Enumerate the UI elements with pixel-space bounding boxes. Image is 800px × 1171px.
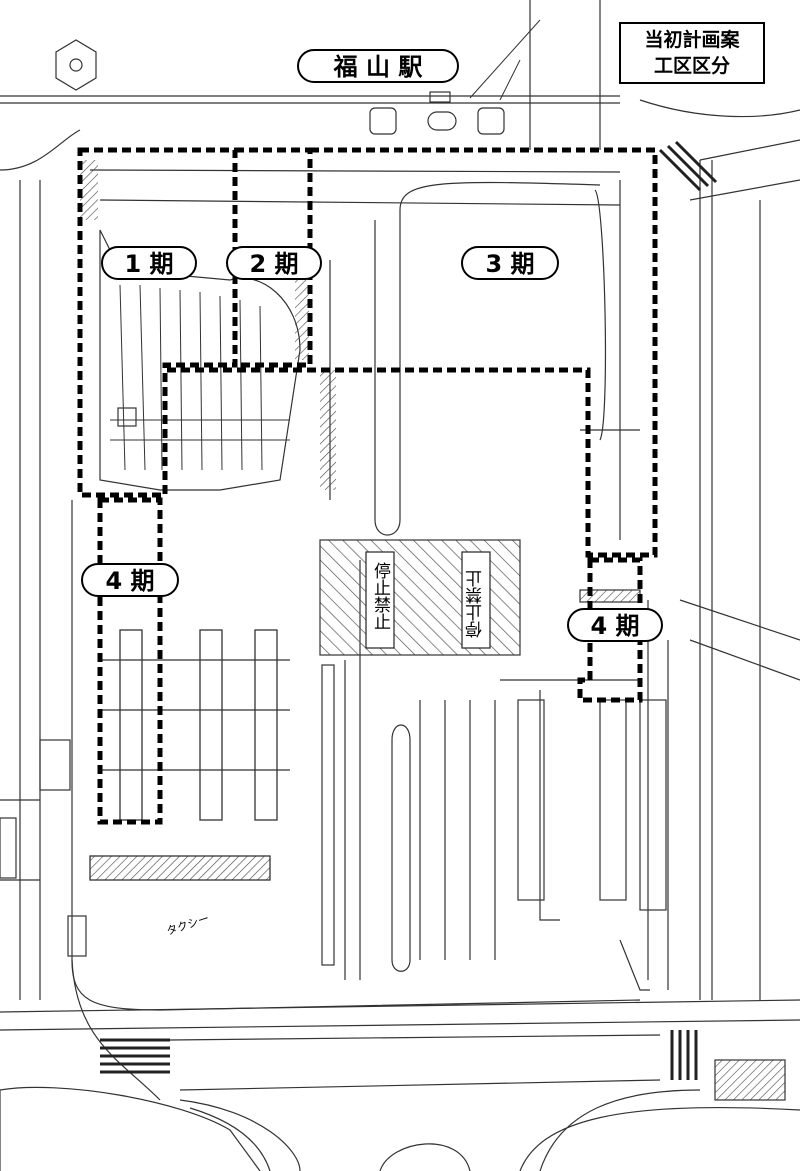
no-stopping-zone: 停止禁止 停止禁止 <box>319 539 521 656</box>
station-label: 福 山 駅 <box>297 49 459 83</box>
phase-3-label: 3 期 <box>461 246 559 280</box>
phase-4-west-boundary <box>97 497 163 825</box>
phase-2-label: 2 期 <box>226 246 322 280</box>
phase-4-east-label: 4 期 <box>567 608 663 642</box>
no-stopping-label-right: 停止禁止 <box>466 570 487 638</box>
phase-4-west-label: 4 期 <box>81 563 179 597</box>
phase-3-boundary <box>165 147 658 558</box>
no-stopping-label-left: 停止禁止 <box>370 562 391 630</box>
svg-text:4 期: 4 期 <box>105 567 154 595</box>
svg-text:1 期: 1 期 <box>124 250 173 278</box>
phase-1-label: 1 期 <box>101 246 197 280</box>
svg-text:4 期: 4 期 <box>590 612 639 640</box>
svg-text:2 期: 2 期 <box>249 250 298 278</box>
title-line-2: 工区区分 <box>653 55 730 77</box>
svg-text:3 期: 3 期 <box>485 250 534 278</box>
title-line-1: 当初計画案 <box>644 29 740 51</box>
phase-4-east-boundary <box>577 557 643 703</box>
taxi-label: タクシー <box>165 912 211 938</box>
title-box: 当初計画案 工区区分 <box>619 22 765 84</box>
svg-text:福 山 駅: 福 山 駅 <box>333 53 423 81</box>
phase-1-boundary <box>77 147 238 498</box>
